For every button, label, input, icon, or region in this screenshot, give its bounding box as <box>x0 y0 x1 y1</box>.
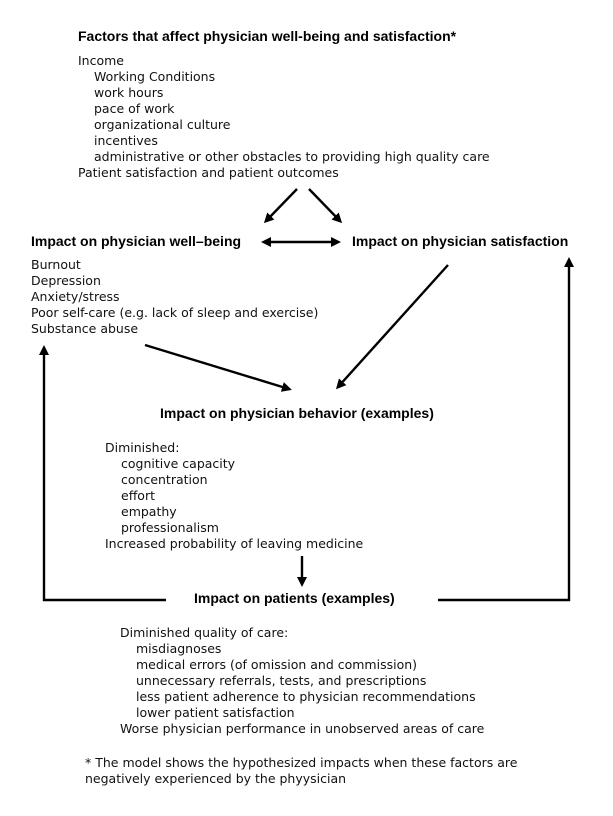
wellbeing-item: Burnout <box>31 257 81 272</box>
factors-item: Working Conditions <box>94 69 216 84</box>
patients-item: misdiagnoses <box>136 641 222 656</box>
patients-list: Diminished quality of care: misdiagnoses… <box>120 625 484 737</box>
footnote: * The model shows the hypothesized impac… <box>85 755 517 787</box>
factors-item: administrative or other obstacles to pro… <box>94 149 490 164</box>
wellbeing-item: Substance abuse <box>31 321 139 336</box>
arrow-wellbeing-to-behavior <box>144 343 292 392</box>
satisfaction-title: Impact on physician satisfaction <box>352 233 569 249</box>
wellbeing-title: Impact on physician well–being <box>31 233 242 249</box>
factors-patient-line: Patient satisfaction and patient outcome… <box>78 165 339 180</box>
footnote-line: * The model shows the hypothesized impac… <box>85 755 518 770</box>
behavior-diminished: Diminished: <box>105 440 180 455</box>
factors-item: pace of work <box>94 101 175 116</box>
wellbeing-item: Anxiety/stress <box>31 289 120 304</box>
behavior-list: Diminished: cognitive capacity concentra… <box>105 440 363 552</box>
patients-worse: Worse physician performance in unobserve… <box>120 721 485 736</box>
factors-item: organizational culture <box>94 117 231 132</box>
patients-item: unnecessary referrals, tests, and prescr… <box>136 673 427 688</box>
factors-list: Income Working Conditions work hours pac… <box>78 53 490 181</box>
patients-title: Impact on patients (examples) <box>194 590 395 606</box>
arrow-satisfaction-to-behavior <box>335 264 449 390</box>
wellbeing-item: Poor self-care (e.g. lack of sleep and e… <box>31 305 319 320</box>
behavior-item: empathy <box>121 504 177 519</box>
wellbeing-item: Depression <box>31 273 101 288</box>
behavior-title: Impact on physician behavior (examples) <box>160 405 434 421</box>
footnote-line: negatively experienced by the phyysician <box>85 771 347 786</box>
behavior-item: professionalism <box>121 520 219 535</box>
behavior-leaving: Increased probability of leaving medicin… <box>105 536 364 551</box>
behavior-item: concentration <box>121 472 208 487</box>
patients-item: lower patient satisfaction <box>136 705 295 720</box>
patients-item: less patient adherence to physician reco… <box>136 689 476 704</box>
behavior-item: cognitive capacity <box>121 456 236 471</box>
factors-title: Factors that affect physician well-being… <box>78 28 457 44</box>
arrow-patients-to-wellbeing <box>39 345 166 602</box>
arrow-patients-to-satisfaction <box>438 257 574 602</box>
wellbeing-list: Burnout Depression Anxiety/stress Poor s… <box>31 257 318 337</box>
factors-item: work hours <box>94 85 164 100</box>
patients-diminished: Diminished quality of care: <box>120 625 289 640</box>
factors-item: incentives <box>94 133 158 148</box>
arrow-factors-to-wellbeing <box>263 188 298 224</box>
arrow-factors-to-satisfaction <box>308 188 343 224</box>
behavior-item: effort <box>121 488 155 503</box>
patients-item: medical errors (of omission and commissi… <box>136 657 418 672</box>
factors-income: Income <box>78 53 124 68</box>
